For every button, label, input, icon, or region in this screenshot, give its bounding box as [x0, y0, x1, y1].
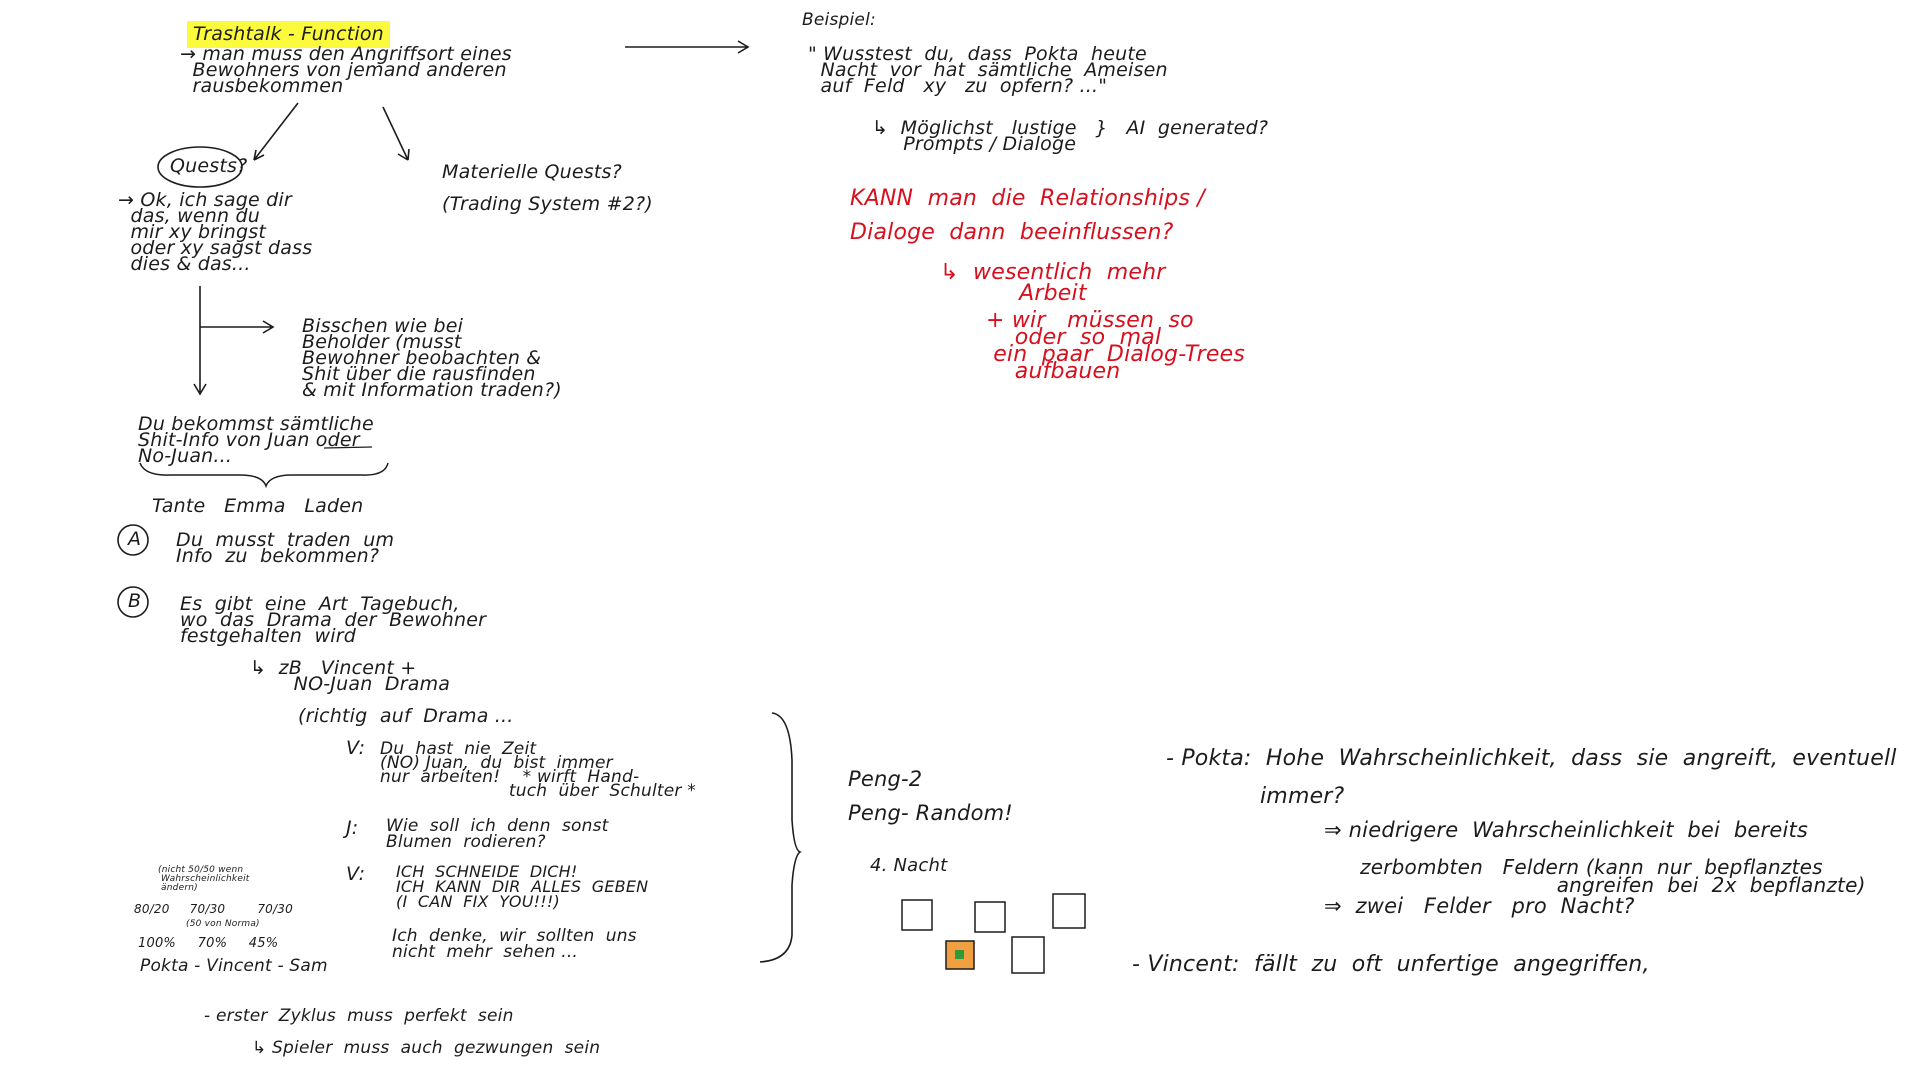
pokta-probability: - Pokta: Hohe Wahrscheinlichkeit, dass s…: [1166, 746, 1897, 771]
player-forced-note: ↳ Spieler muss auch gezwungen sein: [252, 1038, 601, 1058]
two-fields-per-night: ⇒ zwei Felder pro Nacht?: [1324, 894, 1635, 918]
relationships-question: KANN man die Relationships / Dialoge dan…: [850, 186, 1205, 245]
option-b-text: Es gibt eine Art Tagebuch, wo das Drama …: [180, 593, 487, 647]
night-label: 4. Nacht: [870, 855, 948, 876]
plant-icon: [955, 950, 964, 959]
dialog-line-v3: Ich denke, wir sollten uns nicht mehr se…: [392, 926, 637, 962]
page-title: Trashtalk - Function: [162, 10, 390, 58]
title-highlight: Trashtalk - Function: [186, 21, 390, 48]
option-b-label: B: [128, 590, 142, 612]
ai-prompts-note: ↳ Möglichst lustige } AI generated? Prom…: [872, 117, 1269, 155]
bombed-fields: zerbombten Feldern (kann nur bepflanztes…: [1360, 855, 1866, 897]
vincent-note: - Vincent: fällt zu oft unfertige angegr…: [1132, 952, 1650, 977]
option-a-circle: [117, 524, 149, 556]
dialog-speaker-v1: V:: [346, 737, 366, 759]
dialog-line-j: Wie soll ich denn sonst Blumen rodieren?: [386, 816, 609, 852]
arrow-to-example: [625, 40, 750, 54]
drama-example: ↳ zB Vincent + NO-Juan Drama: [250, 657, 451, 695]
drama-note: (richtig auf Drama ...: [298, 705, 514, 727]
dialog-brace: [759, 712, 802, 963]
peng-random: Peng-2 Peng- Random!: [848, 767, 1013, 825]
ratios-note: (50 von Norma): [186, 919, 260, 929]
dialog-line-v2: ICH SCHNEIDE DICH! ICH KANN DIR ALLES GE…: [396, 862, 649, 911]
dialog-line-v1: Du hast nie Zeit (NO) Juan, du bist imme…: [380, 739, 696, 801]
dialog-speaker-v2: V:: [346, 863, 366, 885]
info-brace: [139, 462, 389, 489]
option-a-label: A: [128, 528, 142, 550]
more-work-note: ↳ wesentlich mehr Arbeit: [940, 260, 1166, 306]
field-square-2: [974, 901, 1006, 933]
arrow-to-material: [382, 106, 410, 161]
example-heading: Beispiel:: [802, 10, 876, 30]
probability-ratios: 80/20 70/30 70/30: [134, 902, 293, 916]
option-a-text: Du musst traden um Info zu bekommen?: [176, 529, 395, 567]
field-square-1: [901, 899, 933, 931]
quests-explanation: → Ok, ich sage dir das, wenn du mir xy b…: [118, 189, 313, 275]
arrow-to-quests: [253, 102, 299, 161]
quests-label: Quests?: [170, 155, 248, 177]
lower-probability: ⇒ niedrigere Wahrscheinlichkeit bei bere…: [1324, 818, 1809, 842]
example-quote: " Wusstest du, dass Pokta heute Nacht vo…: [808, 43, 1168, 97]
info-from-juan: Du bekommst sämtliche Shit-Info von Juan…: [138, 413, 374, 467]
tante-emma-heading: Tante Emma Laden: [152, 495, 364, 517]
dialog-trees-note: + wir müssen so oder so mal ein paar Dia…: [986, 308, 1246, 384]
first-cycle-note: - erster Zyklus muss perfekt sein: [204, 1006, 514, 1026]
option-b-circle: [117, 586, 149, 618]
character-names: Pokta - Vincent - Sam: [140, 956, 328, 976]
branch-arrow: [193, 286, 275, 396]
pokta-always: immer?: [1260, 784, 1345, 809]
beholder-note: Bisschen wie bei Beholder (musst Bewohne…: [302, 315, 562, 401]
oder-underline: [323, 446, 373, 449]
probability-percents: 100% 70% 45%: [138, 936, 279, 951]
field-square-5: [1011, 936, 1045, 974]
intro-text: → man muss den Angriffsort eines Bewohne…: [180, 43, 512, 97]
probability-note: (nicht 50/50 wenn Wahrscheinlichkeit änd…: [158, 865, 250, 893]
material-quests-text: Materielle Quests? (Trading System #2?): [442, 161, 653, 215]
field-square-3: [1052, 893, 1086, 929]
dialog-speaker-j: J:: [346, 817, 359, 839]
quests-circle: [157, 146, 243, 188]
